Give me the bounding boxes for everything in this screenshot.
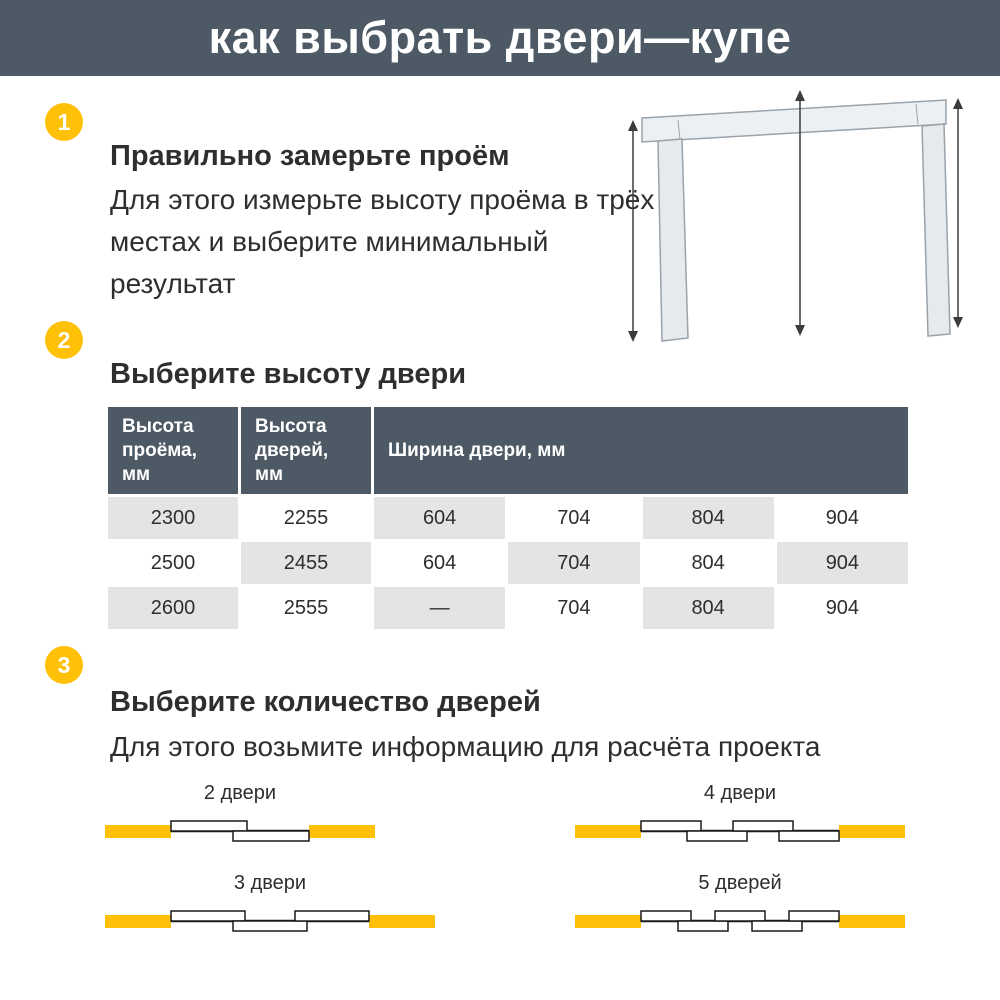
wall-segment (105, 915, 171, 928)
diagram-label: 2 двери (203, 782, 277, 804)
table-cell: 604 (374, 497, 506, 540)
wall-segment (839, 825, 905, 838)
doors-top-view-3 (105, 910, 435, 932)
diagram-3-doors: 3 двери (105, 872, 435, 943)
measure-arrow-middle (795, 90, 805, 336)
table-row: 2600 2555 — 704 804 904 (108, 587, 908, 630)
wall-segment (839, 915, 905, 928)
step-1-title: Правильно замерьте проём (110, 140, 510, 172)
table-row: 2500 2455 604 704 804 904 (108, 542, 908, 585)
table-cell: 704 (557, 506, 591, 529)
diagram-2-doors: 2 двери (105, 782, 375, 853)
doorway-measurement-illustration (628, 90, 963, 342)
table-cell: 904 (776, 542, 908, 585)
table-row: 2300 2255 604 704 804 904 (108, 497, 908, 540)
doors-top-view-2 (105, 820, 375, 842)
col-header-opening-height: Высота проёма, мм (108, 407, 238, 495)
table-cell: — (374, 587, 506, 630)
table-cell: 2500 (150, 551, 196, 574)
step-3-badge: 3 (45, 646, 83, 684)
table-cell: 2600 (108, 587, 238, 630)
table-cell: 2555 (283, 596, 329, 619)
doors-top-view-4 (575, 820, 905, 842)
door-frame (641, 99, 951, 342)
wall-segment (309, 825, 375, 838)
diagram-label: 4 двери (703, 782, 777, 804)
table-cell: 804 (642, 497, 774, 540)
step-1-text: Для этого измерьте высоту проёма в трёх … (110, 184, 655, 299)
door-panel (640, 820, 702, 832)
table-cell: 904 (825, 506, 860, 529)
wall-segment (575, 915, 641, 928)
table-cell: 704 (557, 596, 591, 619)
table-cell: 804 (691, 551, 725, 574)
step-3-text: Для этого возьмите информацию для расчёт… (110, 731, 821, 762)
table-cell: 604 (422, 551, 457, 574)
table-cell: 904 (825, 596, 860, 619)
diagram-4-doors: 4 двери (575, 782, 905, 853)
table-cell: 804 (642, 587, 774, 630)
col-header-door-width: Ширина двери, мм (374, 407, 908, 495)
measure-arrow-left (628, 120, 638, 342)
door-panel (232, 830, 310, 842)
measure-arrow-right (953, 98, 963, 328)
col-header-door-height: Высота дверей, мм (241, 407, 371, 495)
door-panel (751, 920, 803, 932)
table-cell: 2255 (283, 506, 329, 529)
door-panel (294, 910, 370, 922)
table-cell: 2455 (241, 542, 371, 585)
step-3-title: Выберите количество дверей (110, 686, 541, 718)
door-height-table: Высота проёма, мм Высота дверей, мм Шири… (105, 404, 911, 632)
wall-segment (105, 825, 171, 838)
door-panel (732, 820, 794, 832)
diagram-label: 3 двери (233, 872, 307, 894)
door-panel (232, 920, 308, 932)
step-1-badge: 1 (45, 103, 83, 141)
door-panel (640, 910, 692, 922)
doors-top-view-5 (575, 910, 905, 932)
wall-segment (369, 915, 435, 928)
wall-segment (575, 825, 641, 838)
door-panel (778, 830, 840, 842)
door-panel (170, 910, 246, 922)
door-panel (677, 920, 729, 932)
door-panel (170, 820, 248, 832)
page-title: как выбрать двери—купе (208, 12, 792, 63)
step-2-badge: 2 (45, 321, 83, 359)
step-2-title: Выберите высоту двери (110, 358, 467, 390)
door-panel (686, 830, 748, 842)
door-panel (788, 910, 840, 922)
diagram-label: 5 дверей (698, 872, 782, 894)
page-header: как выбрать двери—купе (0, 0, 1000, 76)
table-header-row: Высота проёма, мм Высота дверей, мм Шири… (108, 407, 908, 495)
diagram-5-doors: 5 дверей (575, 872, 905, 943)
table-cell: 2300 (108, 497, 238, 540)
table-cell: 704 (508, 542, 640, 585)
door-panel (714, 910, 766, 922)
